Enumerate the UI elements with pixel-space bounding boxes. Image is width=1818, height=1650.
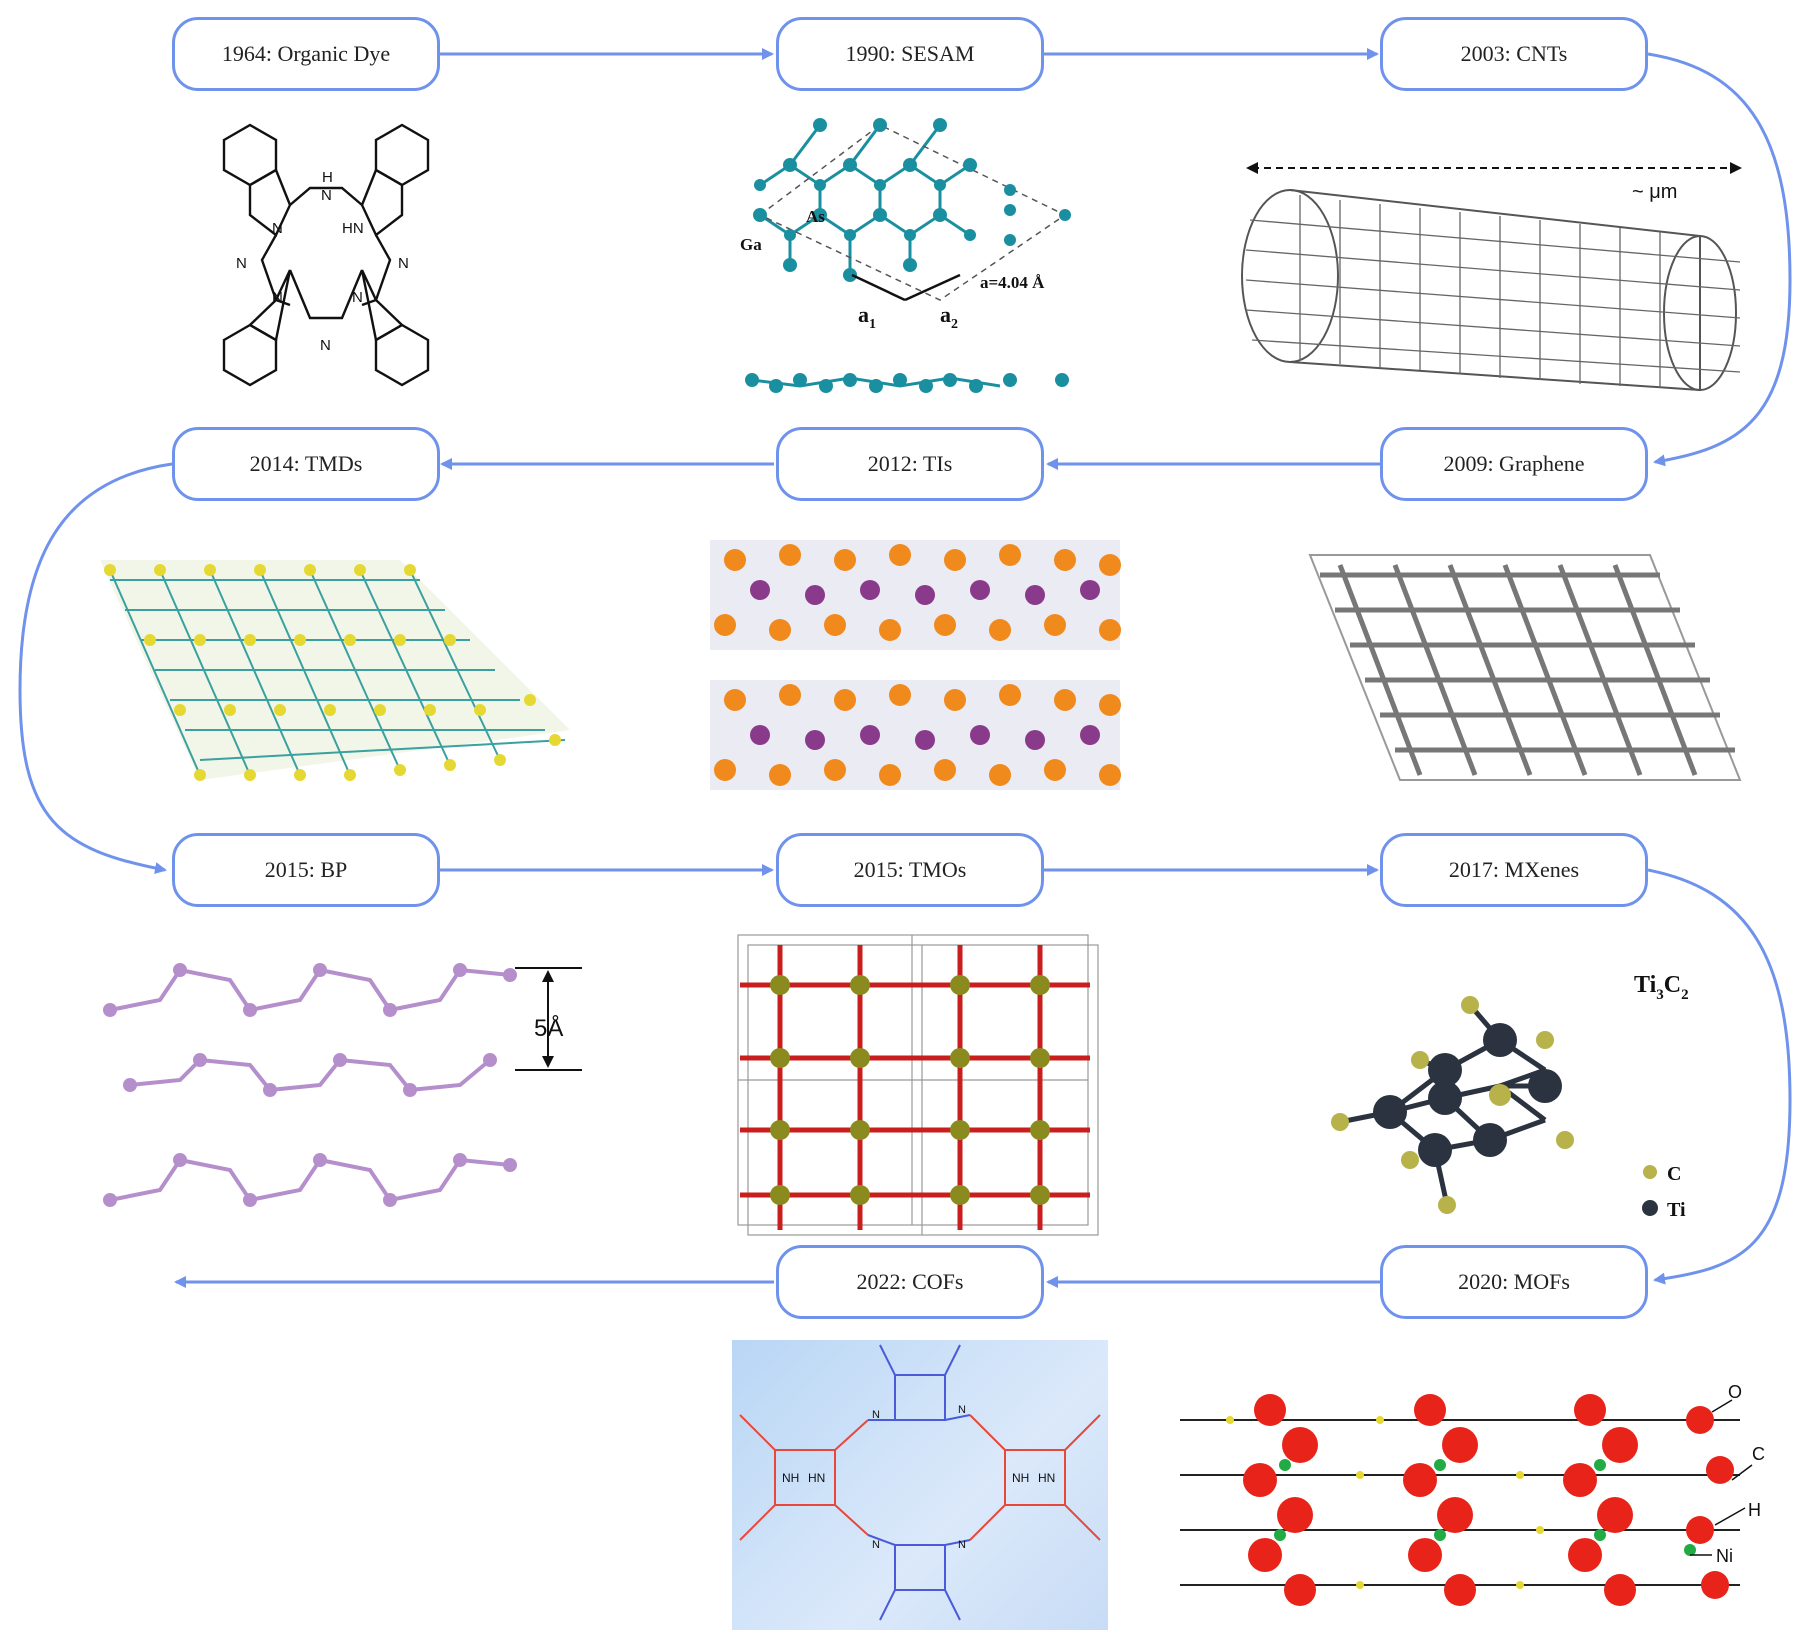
tmd-sheet (100, 560, 570, 781)
cof-label-n-2: N (958, 1404, 966, 1416)
sesam-label-ga: Ga (740, 235, 762, 254)
bp-layers (109, 967, 511, 1203)
dye-label-n-left: N (272, 220, 283, 237)
sesam-label-a1: a1 (858, 302, 876, 332)
node-2017-mxenes: 2017: MXenes (1380, 833, 1648, 907)
dye-label-n-side-l: N (236, 255, 247, 272)
mxene-legend-c: C (1667, 1163, 1681, 1185)
arrow-tmds-bp (18, 462, 173, 875)
node-2022-cofs: 2022: COFs (776, 1245, 1044, 1319)
sesam-lattice (759, 124, 971, 275)
cof-label-n-1: N (872, 1409, 880, 1421)
sesam-side-view (745, 373, 1069, 393)
cof-label-n-3: N (872, 1539, 880, 1551)
organic-dye-structure (222, 123, 430, 387)
sesam-label-as: As (806, 207, 825, 226)
cof-label-nh-left: NH (782, 1471, 799, 1485)
ti-layers (710, 540, 1121, 790)
dye-label-n-low-l: N (272, 289, 283, 306)
cof-label-n-4: N (958, 1539, 966, 1551)
cof-label-hn-left: HN (808, 1471, 825, 1485)
mof-label-c: C (1752, 1444, 1765, 1464)
arrow-mxenes-mofs (1647, 868, 1792, 1285)
dye-label-hn: HN (342, 220, 364, 237)
node-2014-tmds: 2014: TMDs (172, 427, 440, 501)
cof-label-nh-right: NH (1012, 1471, 1029, 1485)
mxene-formula: Ti3C2 (1634, 972, 1689, 1003)
mxene-legend-c-dot (1643, 1165, 1657, 1179)
bp-spacing-marker (515, 967, 582, 1071)
sesam-label-a2: a2 (940, 302, 958, 332)
node-2009-graphene: 2009: Graphene (1380, 427, 1648, 501)
node-2003-cnts: 2003: CNTs (1380, 17, 1648, 91)
mxene-legend-ti-dot (1642, 1200, 1658, 1216)
node-2012-tis: 2012: TIs (776, 427, 1044, 501)
arrow-cnts-graphene (1647, 52, 1792, 467)
cnt-length-label: ~ μm (1632, 181, 1677, 203)
mof-label-o: O (1728, 1382, 1742, 1402)
dye-label-n-bottom: N (320, 337, 331, 354)
node-2020-mofs: 2020: MOFs (1380, 1245, 1648, 1319)
mof-label-h: H (1748, 1500, 1761, 1520)
cof-framework (739, 1344, 1101, 1621)
bp-spacing-label: 5Å (534, 1014, 563, 1042)
dye-label-n-side-r: N (398, 255, 409, 272)
sesam-label-lattice: a=4.04 Å (980, 273, 1045, 292)
graphene-sheet (1308, 554, 1742, 781)
mof-structure (1180, 1394, 1753, 1606)
mxene-legend-ti: Ti (1667, 1199, 1686, 1221)
mof-label-ni: Ni (1716, 1546, 1733, 1566)
cnt-tube (1241, 189, 1737, 392)
node-1990-sesam: 1990: SESAM (776, 17, 1044, 91)
cof-label-hn-right: HN (1038, 1471, 1055, 1485)
node-1964-organic-dye: 1964: Organic Dye (172, 17, 440, 91)
dye-label-h: H (322, 169, 333, 186)
dye-label-n-top: N (321, 187, 332, 204)
node-2015-tmos: 2015: TMOs (776, 833, 1044, 907)
dye-label-n-low-r: N (352, 289, 363, 306)
node-2015-bp: 2015: BP (172, 833, 440, 907)
cof-structure-background (732, 1340, 1108, 1630)
